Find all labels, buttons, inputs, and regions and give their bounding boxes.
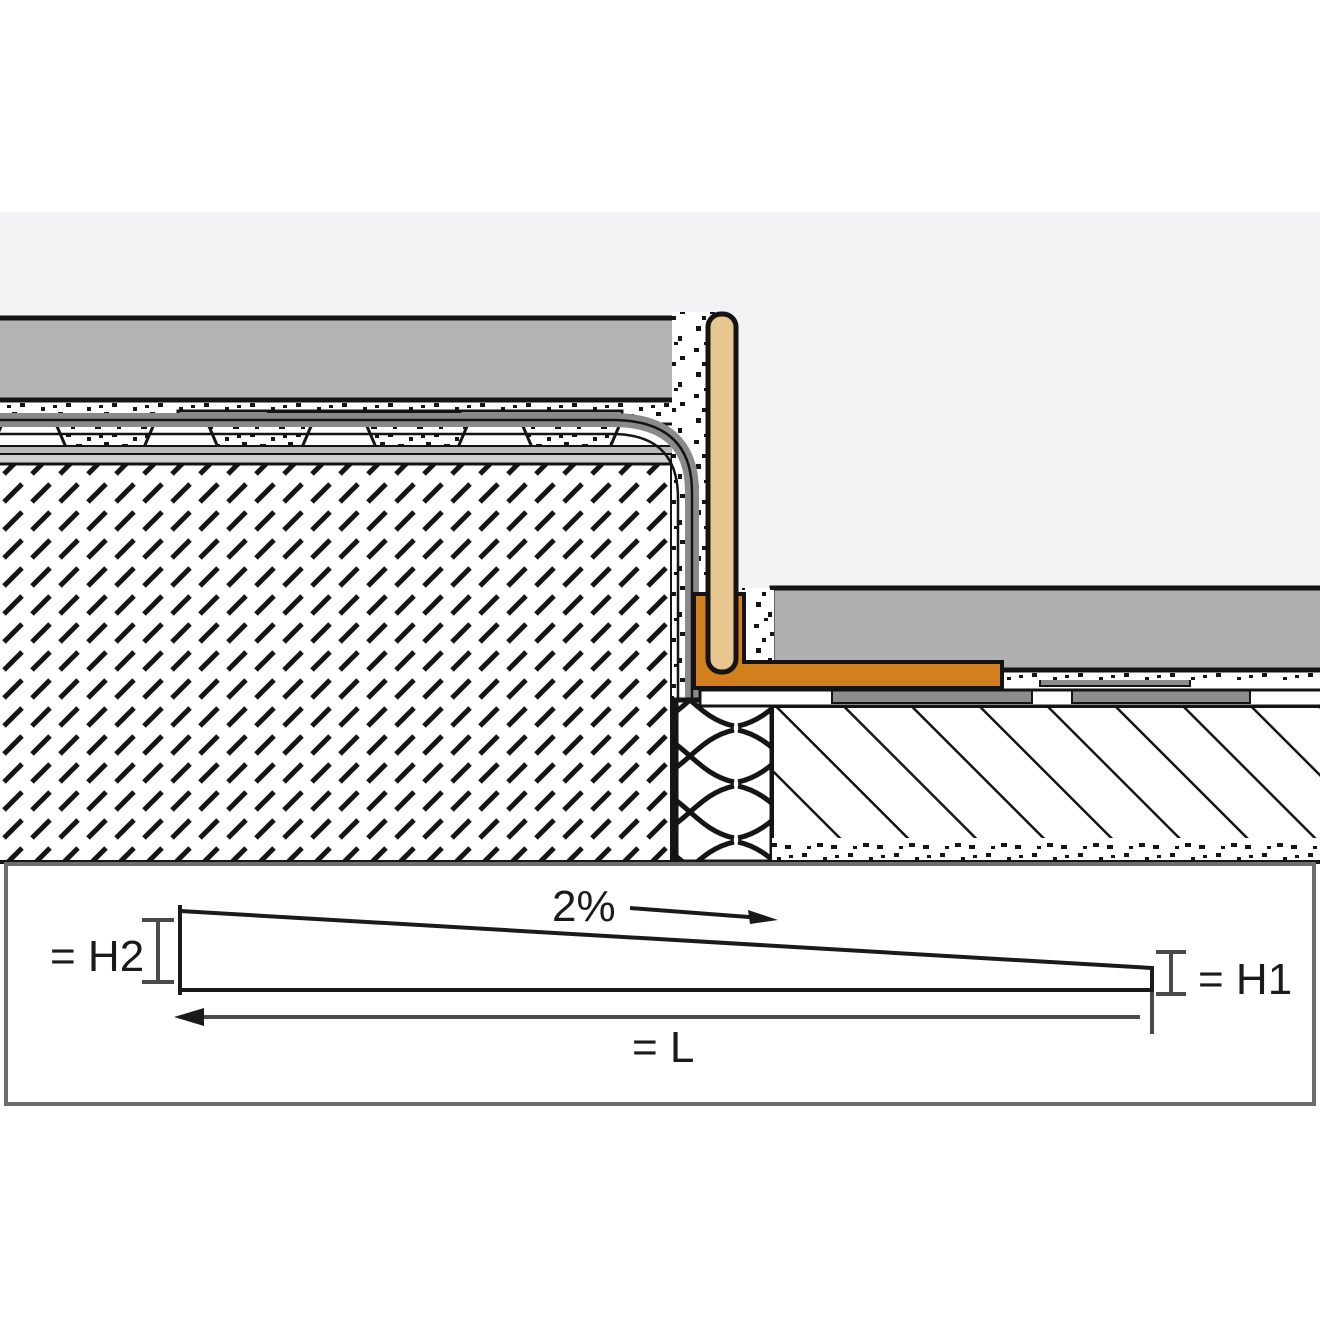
slope-wedge <box>178 908 1154 992</box>
edge-profile-vertical-leg <box>705 311 739 675</box>
tile-upper-left <box>0 315 689 403</box>
concrete-slab-right <box>770 704 1320 842</box>
edge-profile <box>692 311 1004 690</box>
dimension-h2 <box>142 918 174 984</box>
joint-filler-backer-rod <box>673 697 775 865</box>
tile-lower-right <box>769 585 1320 673</box>
label-h2: = H2 <box>50 932 144 981</box>
dimension-length <box>174 992 1154 1034</box>
label-slope-percent: 2% <box>552 882 616 931</box>
dimension-h1 <box>1156 950 1186 996</box>
levelling-layer-right <box>772 838 1320 864</box>
lower-right-assembly <box>698 585 1320 864</box>
membrane-outline-b <box>0 432 680 700</box>
label-h1: = H1 <box>1198 955 1292 1004</box>
slope-arrow <box>629 906 778 924</box>
upper-left-assembly <box>0 312 718 864</box>
slope-calculation-panel: = H2 = H1 2% = L <box>4 862 1316 1106</box>
edge-profile-horizontal-leg <box>692 592 1004 690</box>
perimeter-joint-right <box>742 588 774 670</box>
membrane-outline-a <box>0 418 694 700</box>
sloped-screed-left <box>0 460 674 864</box>
label-length: = L <box>632 1023 694 1072</box>
